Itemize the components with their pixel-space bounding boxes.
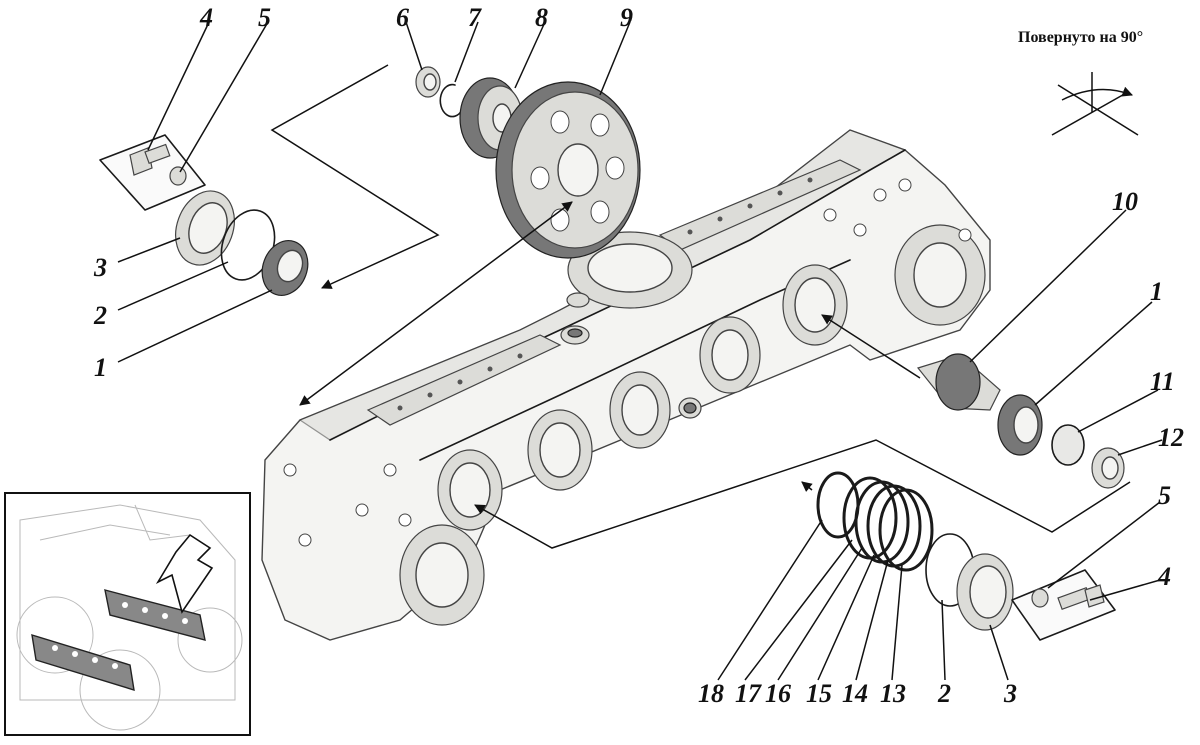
callout-8: 8 [535, 3, 548, 32]
callout-17: 17 [735, 679, 762, 708]
spacer-rings [842, 476, 934, 572]
callout-13: 13 [880, 679, 906, 708]
callout-3-top: 3 [93, 253, 107, 282]
oil-seal-top [415, 66, 441, 98]
callout-9: 9 [620, 3, 633, 32]
inset-lower-housing [31, 634, 135, 691]
callout-2-top: 2 [93, 301, 107, 330]
assembly-routing-lines [270, 64, 1131, 549]
callout-4-top: 4 [199, 3, 213, 32]
rotation-caption: Повернуто на 90° [1018, 29, 1143, 46]
lock-washer [1051, 424, 1085, 466]
callout-5-right: 5 [1158, 481, 1171, 510]
inset-pointer-arrow [155, 533, 214, 614]
large-gear [495, 81, 641, 259]
callout-1-right: 1 [1150, 277, 1163, 306]
callout-14: 14 [842, 679, 868, 708]
bearing-top-left [261, 240, 309, 296]
end-cover-top-left [175, 190, 235, 266]
callout-7: 7 [468, 3, 482, 32]
callout-5-top: 5 [258, 3, 271, 32]
callout-18: 18 [698, 679, 724, 708]
callout-15: 15 [806, 679, 832, 708]
rotation-symbol [1051, 72, 1139, 136]
splined-shaft [916, 353, 1001, 411]
location-inset [4, 492, 251, 736]
thrust-ring [816, 471, 860, 539]
callout-leaders [117, 19, 1163, 681]
bracket-outline [99, 134, 206, 211]
callout-6: 6 [396, 3, 409, 32]
callout-2-bottom: 2 [937, 679, 951, 708]
callout-labels: 4 5 3 2 1 6 7 8 9 10 1 11 12 5 4 18 17 1… [93, 3, 1184, 708]
callout-10: 10 [1112, 187, 1138, 216]
callout-12: 12 [1158, 423, 1184, 452]
callout-11: 11 [1150, 367, 1175, 396]
round-nut [1091, 447, 1125, 489]
washer-top-left [169, 166, 187, 186]
callout-1-top: 1 [94, 353, 107, 382]
end-cover-bottom [956, 553, 1014, 631]
retaining-ring-top [439, 83, 463, 118]
callout-3-bottom: 3 [1003, 679, 1017, 708]
callout-4-right: 4 [1157, 562, 1171, 591]
callout-16: 16 [765, 679, 791, 708]
bearing-right [997, 394, 1043, 456]
bolt-bottom-right [1057, 584, 1105, 611]
bolt-top-left [129, 143, 171, 176]
washer-bottom-right [1031, 588, 1049, 608]
inset-upper-housing [104, 589, 206, 641]
